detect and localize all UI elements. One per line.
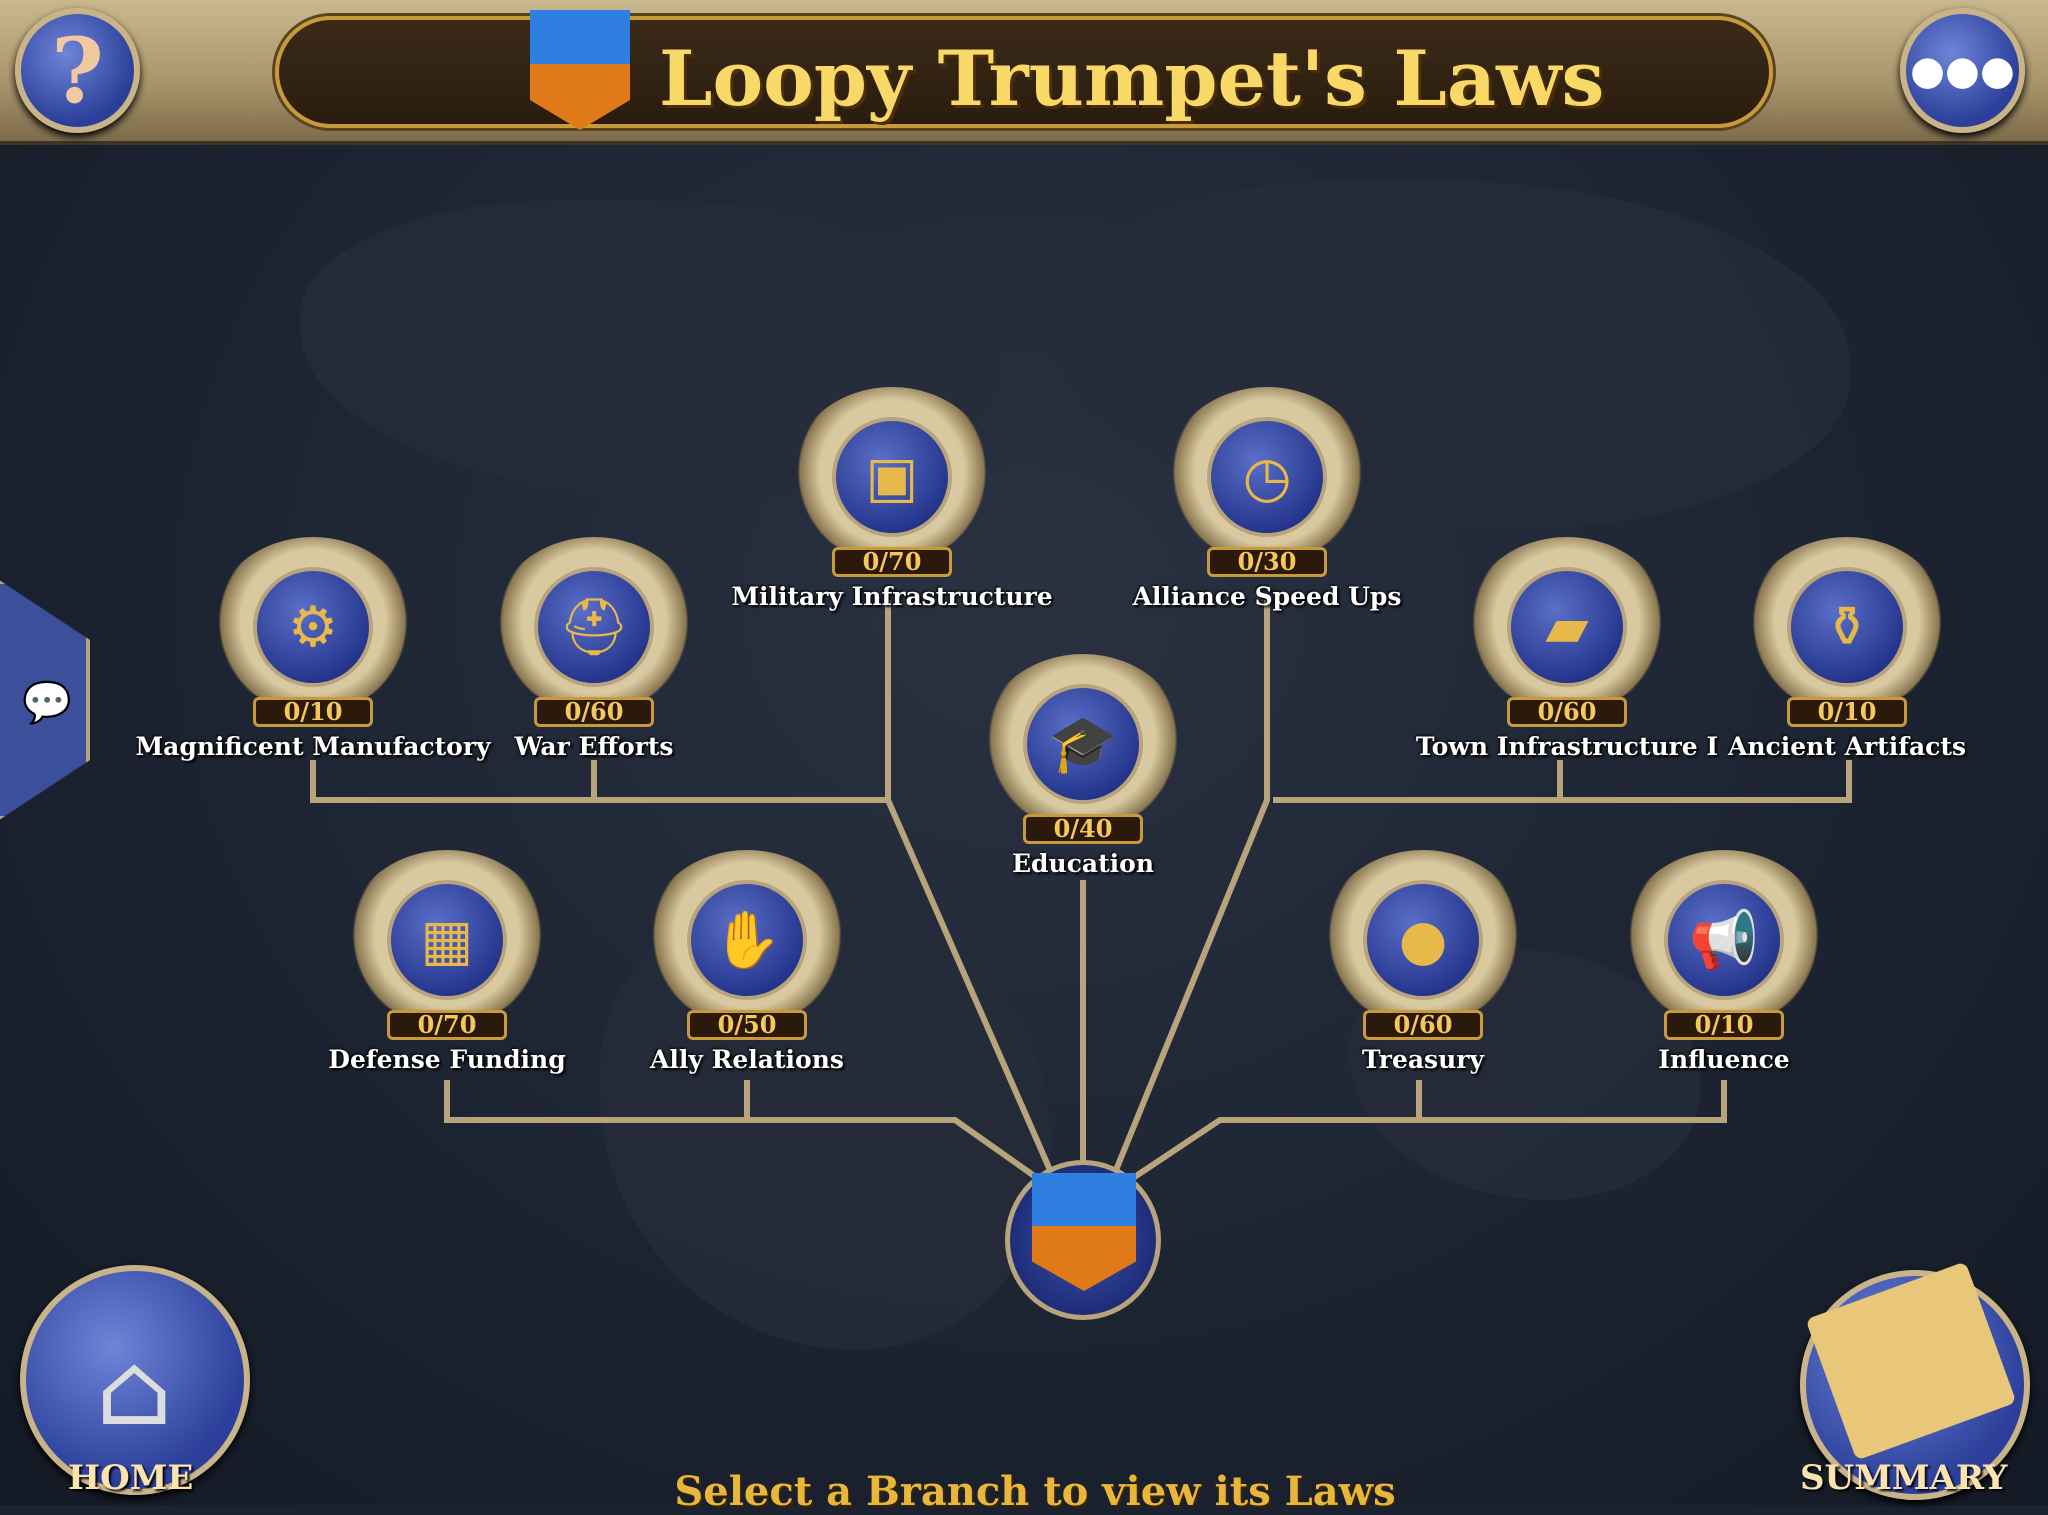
branch-progress: 0/50	[687, 1010, 807, 1040]
brick-trowel-icon: ▰	[1507, 567, 1627, 687]
summary-label[interactable]: SUMMARY	[1800, 1458, 2008, 1498]
home-label[interactable]: HOME	[68, 1458, 194, 1498]
header-bar: ? Loopy Trumpet's Laws ●●●	[0, 0, 2048, 145]
handshake-icon: ✋	[687, 880, 807, 1000]
megaphone-icon: 📢	[1664, 880, 1784, 1000]
helmet-icon: ⛑	[534, 567, 654, 687]
branch-node[interactable]: ● 0/60 Treasury	[1308, 840, 1538, 1074]
home-button[interactable]: ⌂	[20, 1265, 250, 1495]
branch-label: Ancient Artifacts	[1727, 732, 1967, 761]
question-mark-icon: ?	[51, 17, 104, 124]
house-icon: ⌂	[96, 1331, 173, 1448]
branch-node[interactable]: 🎓 0/40 Education	[968, 644, 1198, 878]
chat-bubble-icon: 💬	[22, 680, 72, 726]
branch-node[interactable]: 📢 0/10 Influence	[1609, 840, 1839, 1074]
branch-progress: 0/60	[534, 697, 654, 727]
page-title: Loopy Trumpet's Laws	[659, 34, 1605, 123]
branch-label: Treasury	[1361, 1045, 1485, 1074]
gold-pot-icon: ●	[1363, 880, 1483, 1000]
alliance-banner-icon	[530, 10, 630, 130]
ellipsis-icon: ●●●	[1910, 47, 2015, 94]
root-banner-node	[1005, 1160, 1161, 1320]
branch-progress: 0/70	[387, 1010, 507, 1040]
branch-progress: 0/10	[1664, 1010, 1784, 1040]
branch-progress: 0/10	[253, 697, 373, 727]
branch-progress: 0/30	[1207, 547, 1327, 577]
gears-icon: ⚙	[253, 567, 373, 687]
branch-label: Magnificent Manufactory	[135, 732, 491, 761]
title-panel: Loopy Trumpet's Laws	[275, 16, 1773, 128]
branch-label: Education	[1011, 849, 1155, 878]
summary-button[interactable]	[1800, 1261, 2030, 1500]
branch-node[interactable]: ▰ 0/60 Town Infrastructure I	[1416, 527, 1718, 761]
branch-label: Ally Relations	[650, 1045, 844, 1074]
branch-label: Defense Funding	[328, 1045, 566, 1074]
graduation-icon: 🎓	[1023, 684, 1143, 804]
alliance-banner-icon	[1032, 1173, 1136, 1291]
branch-node[interactable]: ▦ 0/70 Defense Funding	[328, 840, 566, 1074]
branch-progress: 0/60	[1507, 697, 1627, 727]
branch-node[interactable]: ✋ 0/50 Ally Relations	[632, 840, 862, 1074]
more-options-button[interactable]: ●●●	[1900, 8, 2025, 133]
vase-icon: ⚱	[1787, 567, 1907, 687]
branch-label: Military Infrastructure	[731, 582, 1053, 611]
branch-label: Alliance Speed Ups	[1132, 582, 1402, 611]
branch-progress: 0/40	[1023, 814, 1143, 844]
branch-progress: 0/70	[832, 547, 952, 577]
branch-node[interactable]: ▣ 0/70 Military Infrastructure	[731, 377, 1053, 611]
branch-progress: 0/10	[1787, 697, 1907, 727]
supplies-icon: ▣	[832, 417, 952, 537]
branch-label: Town Infrastructure I	[1415, 732, 1719, 761]
wall-tag-icon: ▦	[387, 880, 507, 1000]
branch-label: Influence	[1658, 1045, 1790, 1074]
branch-node[interactable]: ⚙ 0/10 Magnificent Manufactory	[135, 527, 491, 761]
branch-node[interactable]: ◷ 0/30 Alliance Speed Ups	[1133, 377, 1401, 611]
branch-progress: 0/60	[1363, 1010, 1483, 1040]
branch-node[interactable]: ⛑ 0/60 War Efforts	[479, 527, 709, 761]
branch-node[interactable]: ⚱ 0/10 Ancient Artifacts	[1728, 527, 1966, 761]
help-button[interactable]: ?	[15, 8, 140, 133]
stopwatch-icon: ◷	[1207, 417, 1327, 537]
hint-text: Select a Branch to view its Laws	[674, 1468, 1396, 1515]
branch-label: War Efforts	[514, 732, 674, 761]
